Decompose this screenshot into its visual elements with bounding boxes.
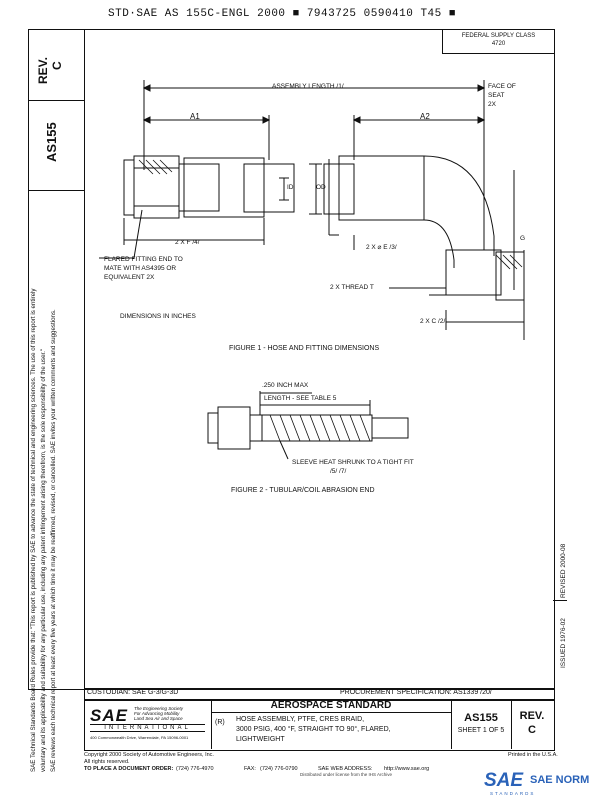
id-label: ID bbox=[287, 184, 294, 191]
fax-number: (724) 776-0790 bbox=[260, 766, 298, 772]
sae-tag3: Land Sea Air and Space bbox=[134, 716, 183, 721]
sleeve-label: SLEEVE HEAT SHRUNK TO A TIGHT FIT bbox=[292, 459, 414, 466]
sae-logo: SAE The Engineering Society For Advancin… bbox=[90, 702, 208, 746]
procurement-label: PROCUREMENT SPECIFICATION: AS1339 /20/ bbox=[340, 689, 492, 696]
divider bbox=[211, 712, 451, 713]
tb-doc-number: AS155 bbox=[464, 712, 498, 724]
title-block bbox=[84, 699, 555, 751]
sae-intl: INTERNATIONAL bbox=[90, 724, 205, 732]
tb-sheet: SHEET 1 OF 5 bbox=[457, 727, 505, 734]
disclaimer-2: voluntary and its applicability and suit… bbox=[40, 348, 47, 772]
tb-rev-label: REV. bbox=[519, 710, 545, 722]
sidebar-rev: REV. bbox=[36, 57, 50, 84]
divider bbox=[28, 190, 84, 191]
printed-label: Printed in the U.S.A. bbox=[508, 752, 558, 758]
disclaimer-3: SAE reviews each technical report at lea… bbox=[50, 309, 57, 772]
sidebar-rev-label: REV. bbox=[36, 57, 50, 84]
sidebar-rev-value: C bbox=[50, 61, 64, 70]
watermark-text: SAE NORM bbox=[530, 774, 590, 786]
header-stamp: STD·SAE AS 155C-ENGL 2000 ■ 7943725 0590… bbox=[108, 8, 456, 20]
disclaimer-1: SAE Technical Standards Board Rules prov… bbox=[30, 288, 37, 773]
divider bbox=[211, 699, 212, 749]
sae-logo-letters: SAE bbox=[90, 706, 128, 725]
watermark-sub: STANDARDS bbox=[490, 791, 536, 796]
category-label: AEROSPACE STANDARD bbox=[270, 700, 392, 711]
issued-date: ISSUED 1976-02 bbox=[560, 618, 567, 668]
od-label: OD bbox=[316, 184, 326, 191]
custodian-row bbox=[84, 688, 555, 701]
sae-tag2: For Advancing Mobility bbox=[134, 711, 180, 716]
rights: All rights reserved. bbox=[84, 759, 130, 765]
flared-label-3: EQUIVALENT 2X bbox=[104, 274, 155, 281]
flared-label-2: MATE WITH AS4395 OR bbox=[104, 265, 177, 272]
dimensions-label: DIMENSIONS IN INCHES bbox=[120, 313, 196, 320]
figure1-drawing bbox=[99, 80, 525, 340]
revised-date: REVISED 2000-08 bbox=[560, 543, 567, 598]
figure1-caption: FIGURE 1 - HOSE AND FITTING DIMENSIONS bbox=[229, 345, 380, 352]
face-of-seat-label: FACE OF bbox=[488, 83, 516, 90]
federal-supply-class: FEDERAL SUPPLY CLASS 4720 bbox=[442, 29, 554, 54]
footer-line2: Distributed under license from the IHS A… bbox=[300, 772, 393, 777]
assembly-length-label: ASSEMBLY LENGTH /1/ bbox=[272, 83, 344, 90]
figure2-caption: FIGURE 2 - TUBULAR/COIL ABRASION END bbox=[231, 487, 375, 494]
divider bbox=[511, 699, 512, 749]
figure2-drawing bbox=[207, 391, 409, 460]
sleeve-notes: /5/ /7/ bbox=[330, 468, 347, 475]
length-label: LENGTH - SEE TABLE 5 bbox=[264, 395, 337, 402]
title-line1: HOSE ASSEMBLY, PTFE, CRES BRAID, bbox=[236, 716, 365, 723]
sae-address: 400 Commonwealth Drive, Warrendale, PA 1… bbox=[90, 735, 189, 740]
sae-tagline: The Engineering Society For Advancing Mo… bbox=[134, 706, 183, 721]
custodian-label: CUSTODIAN: SAE G-3/G-3D bbox=[87, 689, 179, 696]
title-line3: LIGHTWEIGHT bbox=[236, 736, 285, 743]
sae-norm-watermark: SAE SAE NORM STANDARDS bbox=[484, 770, 596, 798]
watermark-logo: SAE bbox=[484, 770, 524, 791]
title-line2: 3000 PSIG, 400 °F, STRAIGHT TO 90°, FLAR… bbox=[236, 726, 391, 733]
face-of-seat-label-3: 2X bbox=[488, 101, 496, 108]
g-label: G bbox=[520, 235, 526, 242]
f-label: 2 X F /4/ bbox=[175, 239, 200, 246]
web-address: http://www.sae.org bbox=[384, 766, 430, 772]
a1-label: A1 bbox=[190, 112, 200, 121]
face-of-seat-label-2: SEAT bbox=[488, 92, 505, 99]
flared-label-1: FLARED FITTING END TO bbox=[104, 256, 183, 263]
divider bbox=[451, 699, 452, 749]
main-frame bbox=[84, 29, 555, 690]
order-label: TO PLACE A DOCUMENT ORDER: bbox=[84, 766, 174, 772]
divider bbox=[553, 600, 567, 601]
fsc-line2: 4720 bbox=[491, 41, 506, 47]
sidebar-doc-number: AS155 bbox=[44, 122, 59, 162]
copyright: Copyright 2000 Society of Automotive Eng… bbox=[84, 752, 214, 758]
thread-label: 2 X THREAD T bbox=[330, 284, 374, 291]
c-label: 2 X C /2/ bbox=[420, 318, 446, 325]
fsc-line1: FEDERAL SUPPLY CLASS bbox=[461, 33, 536, 39]
tb-rev-value: C bbox=[528, 724, 536, 736]
sidebar-panel bbox=[28, 29, 85, 690]
web-label: SAE WEB ADDRESS: bbox=[318, 766, 373, 772]
r-mark: (R) bbox=[215, 719, 225, 726]
divider bbox=[28, 100, 84, 101]
e-label: 2 X ⌀ E /3/ bbox=[366, 244, 397, 251]
sae-tag1: The Engineering Society bbox=[134, 706, 184, 711]
order-phone: (724) 776-4970 bbox=[176, 766, 214, 772]
max-label: .250 INCH MAX bbox=[262, 382, 309, 389]
fax-label: FAX: bbox=[244, 766, 256, 772]
a2-label: A2 bbox=[420, 112, 430, 121]
title-text: HOSE ASSEMBLY, PTFE, CRES BRAID, 3000 PS… bbox=[236, 715, 391, 745]
